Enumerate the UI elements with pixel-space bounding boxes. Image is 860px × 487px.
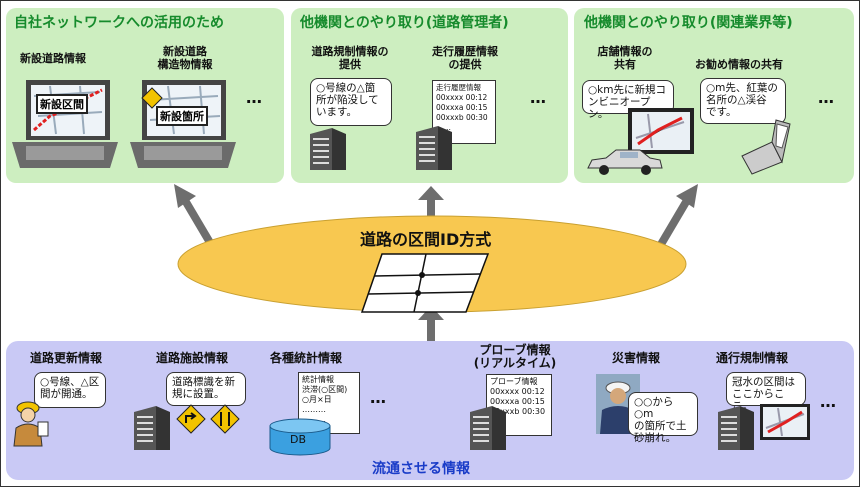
label-road-regulation: 道路規制情報の 提供 (311, 45, 389, 71)
arrow-up-icon (418, 306, 444, 342)
road-network-grid-icon (360, 253, 490, 313)
center-title: 道路の区間ID方式 (360, 230, 492, 249)
screen-label-new-section: 新設区間 (36, 94, 88, 114)
car-icon (587, 149, 663, 175)
worker-icon (13, 401, 49, 447)
mobile-phone-icon (741, 119, 791, 175)
road-sign-icon (176, 404, 240, 434)
label-probe-info: プローブ情報 (リアルタイム) (473, 343, 557, 370)
more-indicator: … (246, 88, 264, 107)
bubble-traffic-regulation: 冠水の区間は ここからここ。 (726, 372, 806, 412)
document-probe-info: プローブ情報 00xxxx 00:12 00xxxa 00:15 00xxxb … (486, 374, 552, 436)
label-new-road-info: 新設道路情報 (20, 52, 86, 65)
bubble-disaster-info: ○○から○m の箇所で土 砂崩れ。 (628, 392, 698, 444)
label-travel-history: 走行履歴情報 の提供 (432, 45, 498, 71)
database-icon (269, 418, 331, 456)
building-icon (416, 126, 452, 170)
label-disaster-info: 災害情報 (612, 351, 661, 365)
panel-title-road-admin: 他機関とのやり取り(道路管理者) (300, 15, 509, 31)
label-road-facility: 道路施設情報 (156, 351, 229, 365)
label-road-update: 道路更新情報 (30, 351, 103, 365)
bubble-road-facility: 道路標識を新 規に設置。 (166, 372, 246, 406)
bubble-road-regulation: ○号線の△箇 所が陥没して います。 (310, 78, 392, 126)
map-icon (760, 404, 810, 440)
more-indicator: … (530, 88, 548, 107)
laptop-icon (12, 80, 118, 168)
arrow-up-left-icon (174, 184, 216, 249)
screen-label-new-location: 新設箇所 (156, 106, 208, 126)
panel-title-own-network: 自社ネットワークへの活用のため (14, 15, 224, 31)
building-icon (310, 128, 346, 170)
building-icon (470, 406, 506, 450)
label-traffic-regulation: 通行規制情報 (716, 351, 789, 365)
more-indicator: … (820, 392, 838, 411)
map-icon (628, 108, 694, 154)
more-indicator: … (818, 88, 836, 107)
label-recommend-info: お勧め情報の共有 (695, 58, 783, 71)
bubble-road-update: ○号線、△区 間が開通。 (34, 372, 106, 408)
building-icon (718, 406, 754, 450)
bottom-title: 流通させる情報 (372, 461, 470, 477)
bubble-recommend-info: ○m先、紅葉の 名所の△渓谷 です。 (700, 78, 786, 124)
building-icon (134, 406, 170, 450)
label-statistics: 各種統計情報 (270, 351, 343, 365)
label-store-info: 店舗情報の 共有 (597, 45, 653, 71)
panel-title-industry: 他機関とのやり取り(関連業界等) (584, 15, 793, 31)
label-new-road-structure: 新設道路 構造物情報 (157, 45, 213, 71)
more-indicator: … (370, 388, 388, 407)
arrow-up-icon (418, 186, 444, 220)
db-label: DB (290, 433, 307, 446)
arrow-up-right-icon (656, 184, 698, 249)
